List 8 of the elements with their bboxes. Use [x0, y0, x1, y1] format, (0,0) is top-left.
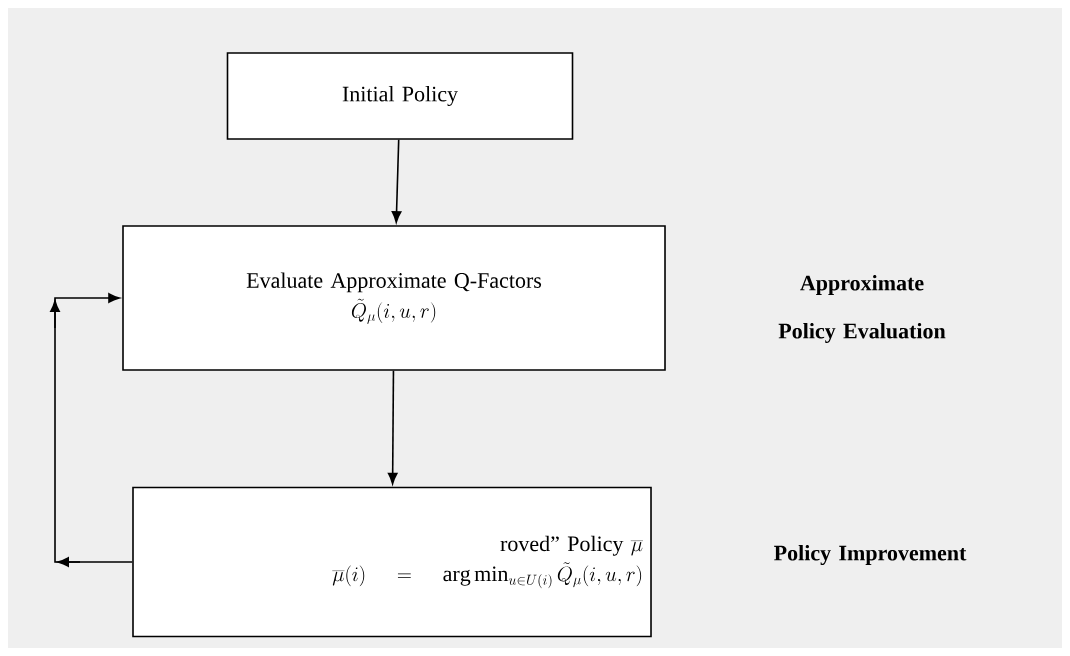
- section-label: Approximate Policy Evaluation: [778, 275, 946, 343]
- arrow: [50, 293, 133, 567]
- process-box: Evaluate Approximate Q-Factors $\tilde{Q}_{\mu}(i,u,r)$: [122, 225, 666, 371]
- section-label: Policy Improvement: [774, 545, 967, 565]
- arrow: [391, 139, 402, 223]
- process-box: Initial Policy: [226, 52, 574, 140]
- process-box: roved” Policy $\overline{\mu}$ $\overline{\mu}(i) = \arg\min_{u\in U(i)} \tilde{Q}_{\mu}(i,u,r)$: [132, 486, 652, 638]
- arrow: [387, 370, 398, 485]
